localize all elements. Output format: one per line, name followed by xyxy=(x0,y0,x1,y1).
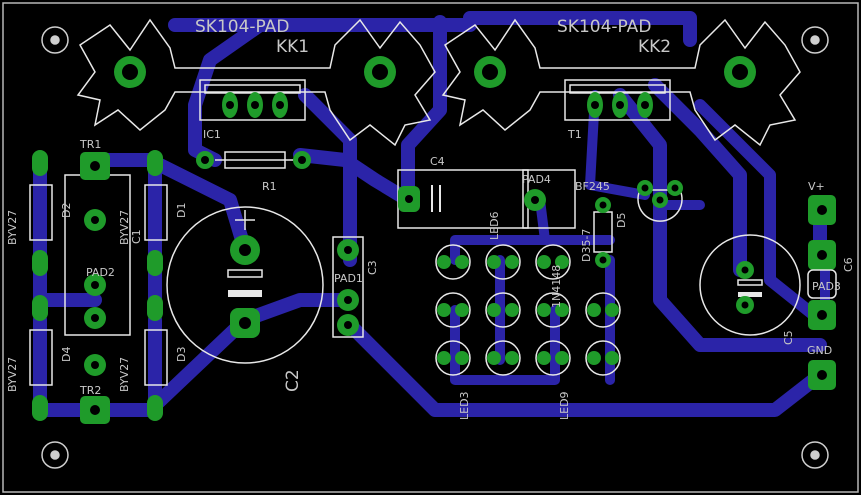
copper-traces xyxy=(33,11,830,417)
kk2-name: SK104-PAD xyxy=(557,17,651,37)
t1-pads xyxy=(587,92,653,118)
ic1-label: IC1 xyxy=(203,128,221,141)
vplus-label: V+ xyxy=(808,180,825,193)
c6-label: C6 xyxy=(842,257,855,272)
d1-label: D1 xyxy=(175,203,188,218)
pad1-label: PAD1 xyxy=(334,272,363,285)
d5-label: D5 xyxy=(615,213,628,228)
heatsink-kk2 xyxy=(441,18,801,147)
tr1-label: TR1 xyxy=(79,138,101,151)
zener-label: 1N4148 xyxy=(550,265,563,308)
t1-label: T1 xyxy=(567,128,582,141)
led-matrix xyxy=(435,244,621,376)
bridge-pads xyxy=(32,150,163,424)
byv27-2-label: BYV27 xyxy=(118,210,131,245)
capacitor-c3 xyxy=(332,236,364,338)
d3-label: D3 xyxy=(175,347,188,362)
led6-label: LED6 xyxy=(488,211,501,240)
byv27-3-label: BYV27 xyxy=(6,357,19,392)
byv27-1-label: BYV27 xyxy=(6,210,19,245)
pad2-label: PAD2 xyxy=(86,266,115,279)
kk1-ref: KK1 xyxy=(276,37,309,57)
gnd-label: GND xyxy=(807,344,832,357)
ic1-pads xyxy=(222,92,288,118)
c2-label: C2 xyxy=(283,369,303,392)
diode-d5 xyxy=(593,197,613,268)
tr2-label: TR2 xyxy=(79,384,101,397)
led9-label: LED9 xyxy=(558,391,571,420)
d2-label: D2 xyxy=(60,203,73,218)
pad4-label: PAD4 xyxy=(522,173,551,186)
zener-suffix-label: D35-7 xyxy=(580,229,593,262)
d4-label: D4 xyxy=(60,347,73,362)
bf245-label: BF245 xyxy=(575,180,610,193)
mounting-holes xyxy=(41,26,829,469)
output-pads xyxy=(807,195,837,390)
led3-label: LED3 xyxy=(458,391,471,420)
capacitor-c2 xyxy=(166,206,324,364)
c3-label: C3 xyxy=(366,260,379,275)
silk-labels: SK104-PAD KK1 SK104-PAD KK2 IC1 T1 R1 C4… xyxy=(6,17,855,420)
kk1-name: SK104-PAD xyxy=(195,17,289,37)
c4-label: C4 xyxy=(430,155,445,168)
pad3-label: PAD3 xyxy=(812,280,841,293)
heatsink-pads xyxy=(114,56,756,88)
byv27-4-label: BYV27 xyxy=(118,357,131,392)
kk2-ref: KK2 xyxy=(638,37,671,57)
r1-label: R1 xyxy=(262,180,277,193)
transistor-bf245 xyxy=(637,180,683,222)
capacitor-c4 xyxy=(397,169,576,229)
capacitor-c5 xyxy=(699,234,801,336)
c5-label: C5 xyxy=(782,330,795,345)
heatsink-kk1 xyxy=(76,18,436,147)
c1-label: C1 xyxy=(130,229,143,244)
resistor-r1 xyxy=(196,151,311,169)
